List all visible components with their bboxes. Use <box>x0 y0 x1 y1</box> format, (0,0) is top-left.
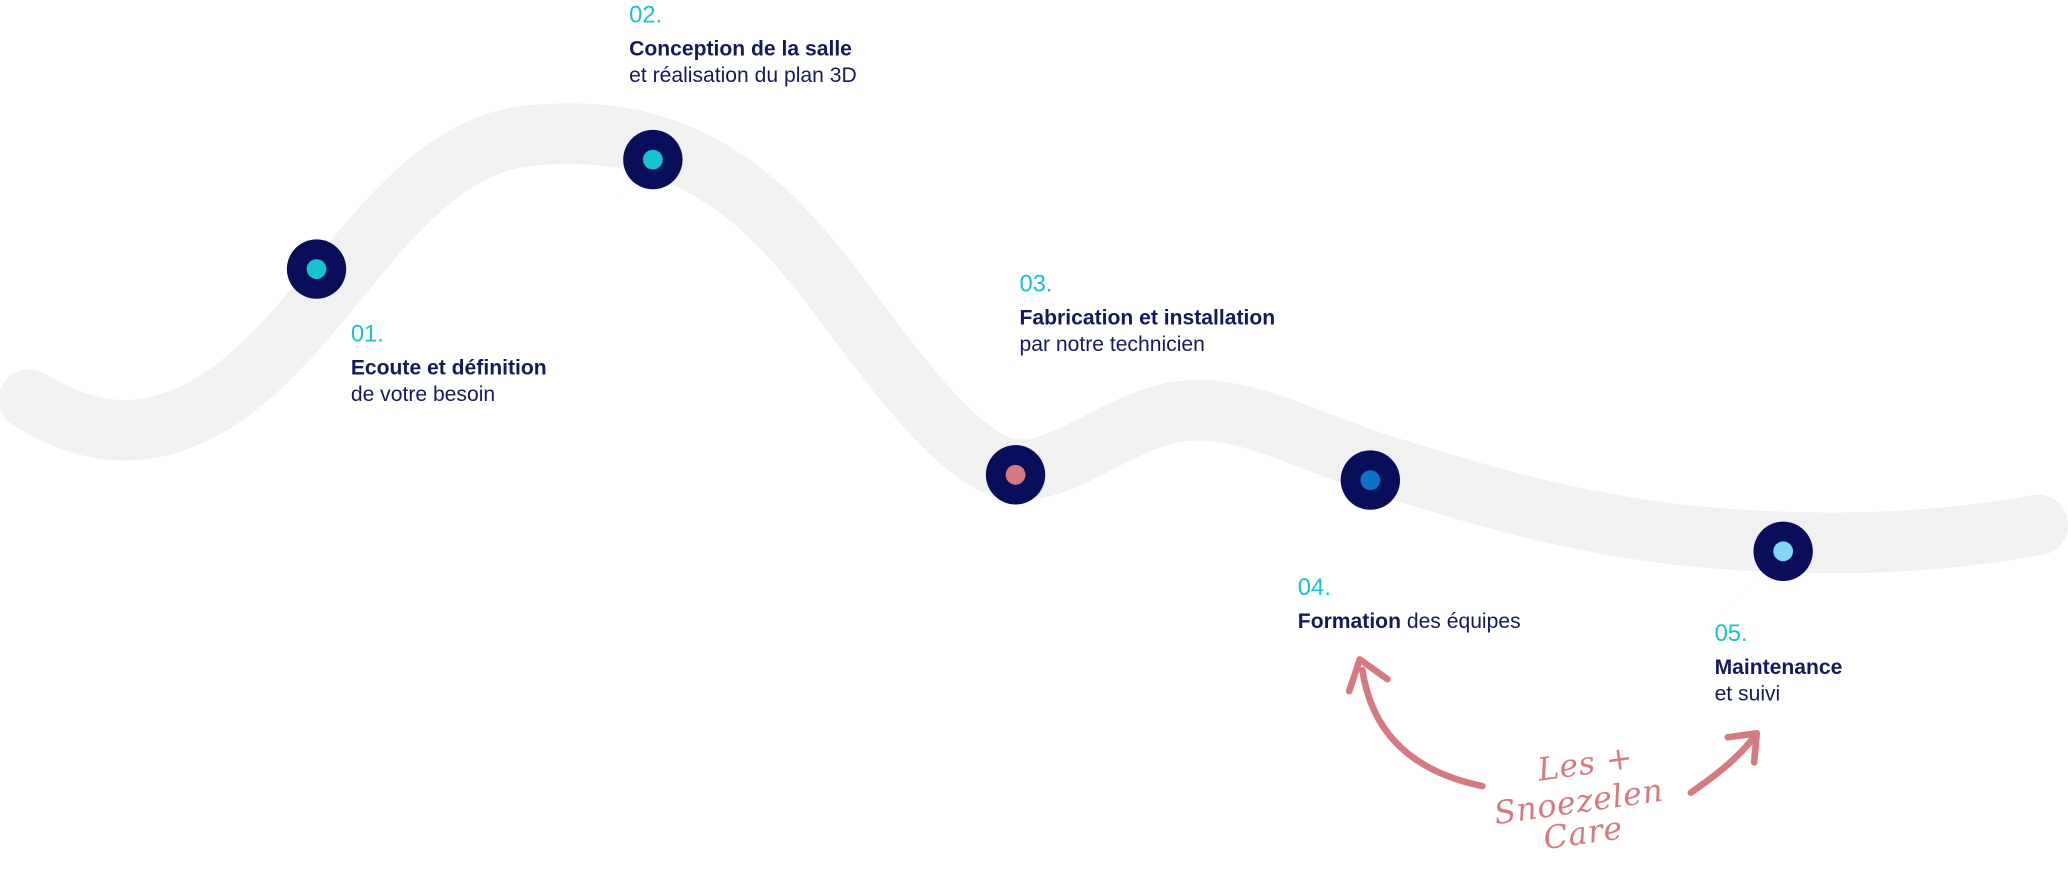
step-subtitle: et suivi <box>1714 682 1781 705</box>
step-node-1 <box>217 239 347 369</box>
node-shadow <box>217 251 335 369</box>
node-inner-dot <box>642 149 663 170</box>
step-2: 02. Conception de la salle et réalisatio… <box>629 0 857 89</box>
node-inner-dot <box>1005 464 1026 485</box>
step-number: 01. <box>350 320 384 347</box>
step-number: 05. <box>1714 619 1748 647</box>
curved-arrow-icon <box>1345 656 1486 790</box>
node-shadow <box>1683 533 1801 651</box>
node-inner-dot <box>1360 470 1381 490</box>
step-subtitle: de votre besoin <box>350 383 496 406</box>
step-title: Formation <box>1297 609 1401 633</box>
step-subtitle: des équipes <box>1406 609 1521 633</box>
step-title: Conception de la salle <box>629 37 852 61</box>
step-subtitle: par notre technicien <box>1019 333 1205 356</box>
step-number: 02. <box>629 1 663 28</box>
step-number: 04. <box>1297 573 1331 601</box>
node-shadow-core <box>952 457 1034 538</box>
step-number: 03. <box>1019 270 1053 297</box>
step-3: 03. Fabrication et installation par notr… <box>1020 269 1276 358</box>
step-5: 05. Maintenance et suivi <box>1715 619 1843 708</box>
step-node-5 <box>1683 521 1813 651</box>
step-title: Fabrication et installation <box>1019 306 1276 330</box>
node-inner-dot <box>1773 541 1794 562</box>
step-title: Maintenance <box>1714 656 1843 679</box>
step-heading: Formation des équipes <box>1298 609 1521 635</box>
curved-arrow-icon <box>1687 730 1761 796</box>
timeline-track <box>0 103 2068 574</box>
node-inner-dot <box>306 259 327 279</box>
step-1: 01. Ecoute et définition de votre besoin <box>351 319 547 408</box>
step-subtitle: et réalisation du plan 3D <box>629 63 857 87</box>
step-4: 04. Formation des équipes <box>1298 572 1521 635</box>
step-title: Ecoute et définition <box>350 356 547 380</box>
